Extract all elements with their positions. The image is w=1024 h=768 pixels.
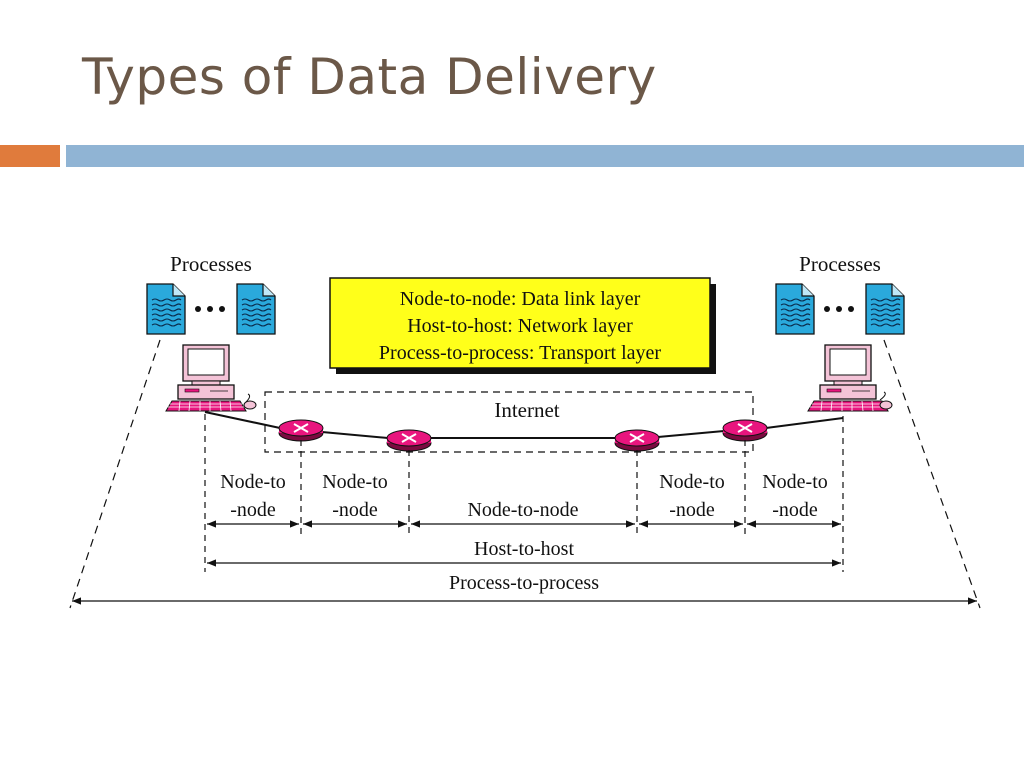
hop-label: -node [332,499,378,521]
hop-label: -node [669,499,715,521]
computer-icon [165,344,247,412]
hop-separators [204,414,844,572]
legend-line-host-to-host: Host-to-host: Network layer [407,315,633,337]
document-icon [146,283,186,335]
title-accent-bar [0,145,60,167]
ellipsis-icon [195,306,225,312]
hop-label: -node [230,499,276,521]
document-icon [775,283,815,335]
left-processes-label: Processes [170,252,252,276]
router-icon [278,419,324,442]
hop-label: Node-to [659,471,725,493]
router-icon [614,429,660,452]
slide-title: Types of Data Delivery [82,48,657,106]
ellipsis-icon [824,306,854,312]
router-icon [722,419,768,442]
layer-legend-box: Node-to-node: Data link layer Host-to-ho… [329,277,716,374]
mouse-icon [879,391,893,410]
process-to-process-label: Process-to-process [449,572,599,594]
mouse-icon [243,393,257,410]
right-processes-label: Processes [799,252,881,276]
process-boundaries [69,339,981,609]
document-icon [865,283,905,335]
internet-label: Internet [494,398,559,422]
host-to-host-label: Host-to-host [474,538,574,560]
hop-label: -node [772,499,818,521]
network-links [204,411,844,439]
computer-icon [807,344,889,412]
document-icon [236,283,276,335]
router-icon [386,429,432,452]
hop-label: Node-to [322,471,388,493]
hop-label: Node-to [220,471,286,493]
hop-label: Node-to-node [467,499,578,521]
legend-line-process-to-process: Process-to-process: Transport layer [379,342,662,364]
hop-label: Node-to [762,471,828,493]
legend-line-node-to-node: Node-to-node: Data link layer [400,288,641,310]
title-underline-bar [66,145,1024,167]
